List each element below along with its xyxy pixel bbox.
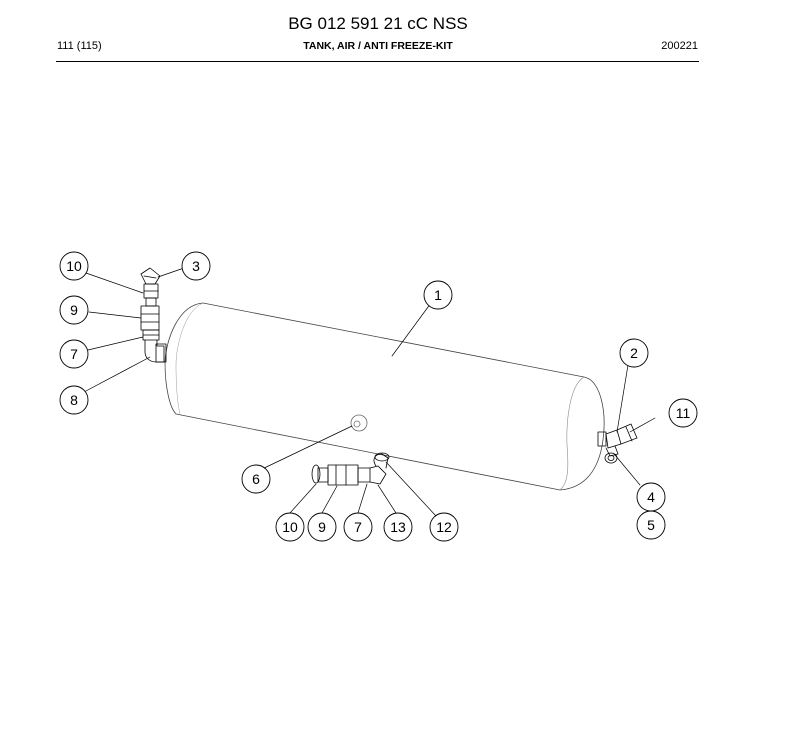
callout-10-lower: 10 — [275, 512, 305, 542]
svg-text:10: 10 — [282, 519, 298, 535]
svg-text:6: 6 — [252, 471, 260, 487]
svg-text:8: 8 — [70, 392, 78, 408]
callout-6: 6 — [241, 464, 271, 494]
svg-text:9: 9 — [70, 302, 78, 318]
callout-12: 12 — [429, 512, 459, 542]
svg-text:7: 7 — [70, 346, 78, 362]
callout-13: 13 — [383, 512, 413, 542]
callouts: 1 2 3 4 5 6 7 8 — [59, 251, 698, 542]
callout-9-lower: 9 — [307, 512, 337, 542]
callout-1: 1 — [423, 280, 453, 310]
left-valve-assembly — [140, 267, 167, 363]
svg-text:10: 10 — [66, 258, 82, 274]
svg-text:5: 5 — [647, 517, 655, 533]
lower-fitting-assembly — [311, 452, 390, 486]
callout-7-lower: 7 — [343, 512, 373, 542]
air-tank — [164, 302, 605, 491]
svg-text:1: 1 — [434, 287, 442, 303]
callout-11: 11 — [668, 398, 698, 428]
callout-10: 10 — [59, 251, 89, 281]
callout-7: 7 — [59, 339, 89, 369]
svg-text:9: 9 — [318, 519, 326, 535]
svg-text:3: 3 — [192, 258, 200, 274]
callout-5: 5 — [636, 510, 666, 540]
callout-3: 3 — [181, 251, 211, 281]
callout-9: 9 — [59, 295, 89, 325]
svg-text:12: 12 — [436, 519, 452, 535]
date-code: 200221 — [661, 40, 698, 52]
svg-text:11: 11 — [676, 405, 691, 421]
right-valve-assembly — [597, 423, 638, 464]
svg-text:4: 4 — [647, 489, 655, 505]
svg-text:2: 2 — [630, 345, 638, 361]
svg-text:13: 13 — [390, 519, 406, 535]
callout-8: 8 — [59, 385, 89, 415]
page-number: 111 (115) — [57, 40, 102, 52]
callout-2: 2 — [619, 338, 649, 368]
section-title: TANK, AIR / ANTI FREEZE-KIT — [303, 40, 453, 52]
header-rule — [56, 61, 699, 62]
svg-text:7: 7 — [354, 519, 362, 535]
callout-4: 4 — [636, 482, 666, 512]
document-code: BG 012 591 21 cC NSS — [288, 14, 468, 33]
leader-lines — [83, 267, 656, 517]
